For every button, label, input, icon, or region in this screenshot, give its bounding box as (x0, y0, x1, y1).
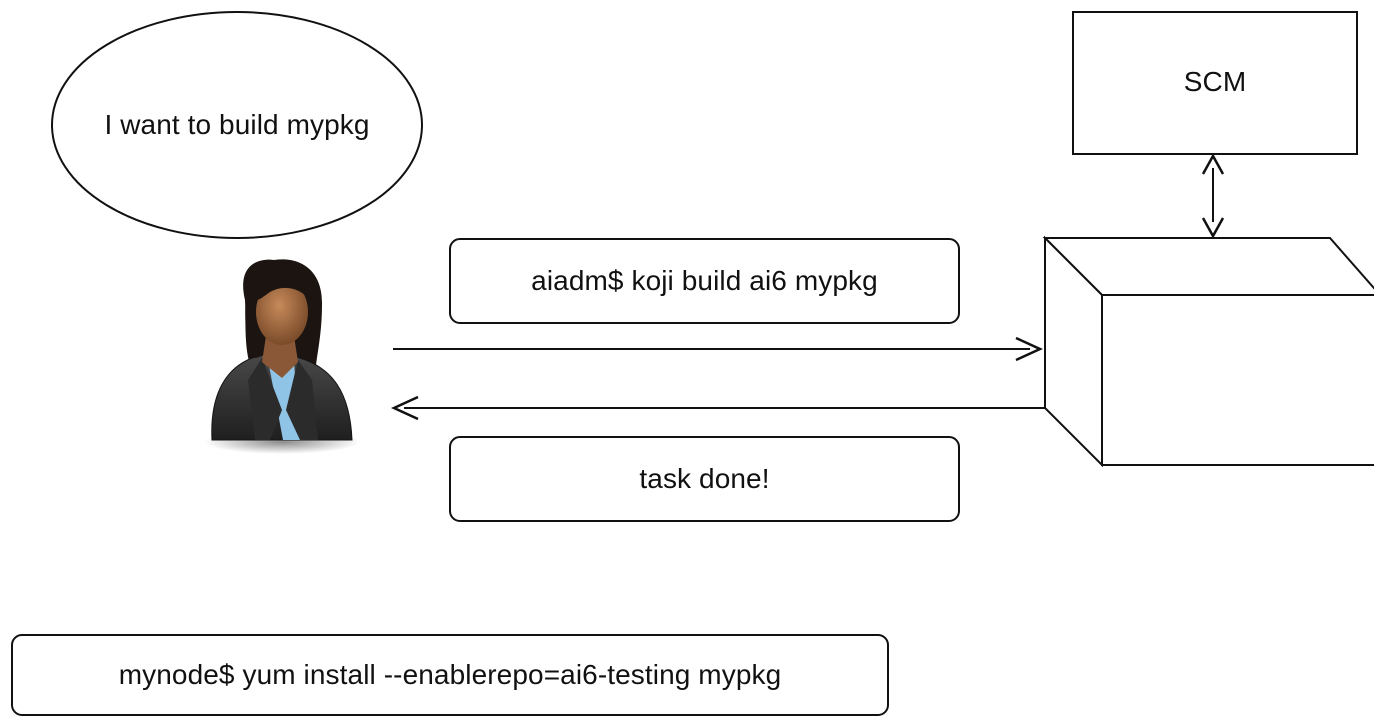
cube-icon (1042, 235, 1374, 468)
businesswoman-icon (204, 259, 360, 454)
task-result-box: task done! (449, 436, 960, 522)
scm-box-outline (1072, 11, 1358, 155)
install-command-box: mynode$ yum install --enablerepo=ai6-tes… (11, 634, 889, 716)
build-command-box: aiadm$ koji build ai6 mypkg (449, 238, 960, 324)
scm-label: SCM (1183, 66, 1247, 97)
thought-bubble-text: I want to build mypkg (104, 109, 370, 140)
thought-bubble-ellipse (51, 11, 423, 239)
scm-server-double-arrow (1201, 153, 1225, 239)
cube-front-face (1101, 294, 1374, 466)
response-arrow (390, 395, 1045, 421)
request-arrow (393, 336, 1044, 362)
